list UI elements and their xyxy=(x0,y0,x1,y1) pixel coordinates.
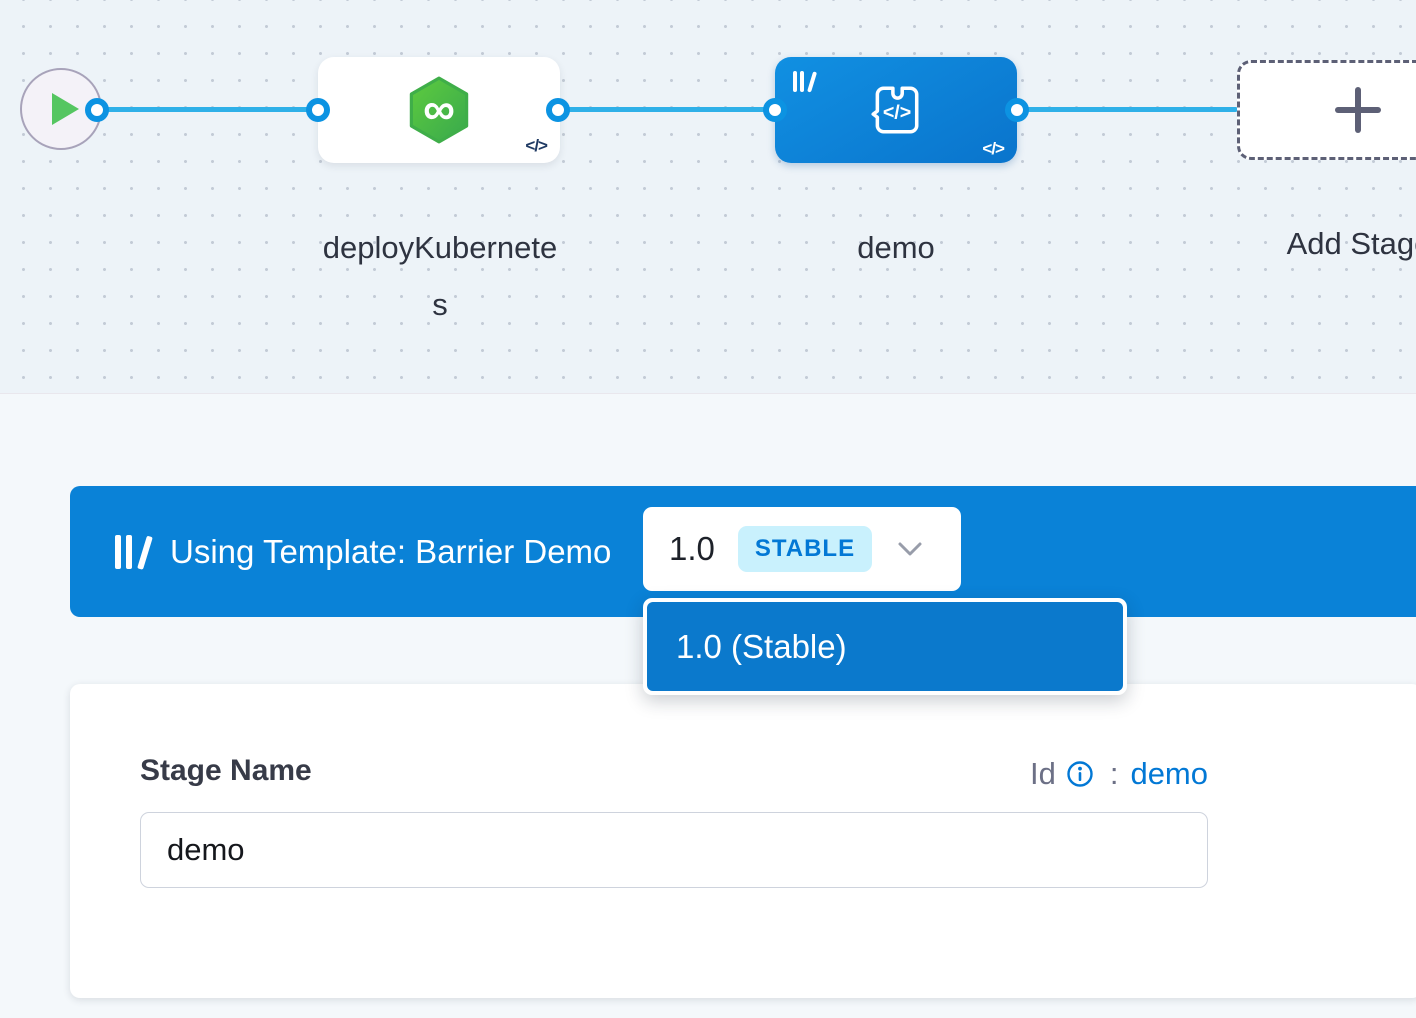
template-library-icon xyxy=(115,535,148,569)
code-icon: </> xyxy=(982,139,1004,159)
play-icon xyxy=(52,93,79,125)
chevron-down-icon xyxy=(897,541,923,557)
id-label: Id xyxy=(1030,756,1056,792)
custom-stage-icon: </> xyxy=(867,81,925,139)
code-icon: </> xyxy=(525,136,547,156)
node-port[interactable] xyxy=(1005,98,1029,122)
connector-line xyxy=(99,107,318,112)
add-stage-button[interactable] xyxy=(1237,60,1416,160)
add-stage-label: Add Stage xyxy=(1239,215,1416,272)
node-port[interactable] xyxy=(85,98,109,122)
stable-badge: STABLE xyxy=(738,526,872,572)
stage-id-link[interactable]: demo xyxy=(1130,756,1208,792)
info-icon[interactable] xyxy=(1066,760,1094,788)
deployment-stage-icon: ∞ xyxy=(405,76,473,144)
connector-line xyxy=(1019,107,1238,112)
node-port[interactable] xyxy=(546,98,570,122)
stage-id-row: Id : demo xyxy=(1030,756,1208,792)
stage-node-demo[interactable]: </> </> xyxy=(775,57,1017,163)
stage-name-label: Stage Name xyxy=(140,754,312,788)
template-banner-title: Using Template: Barrier Demo xyxy=(170,533,611,571)
template-version-selector[interactable]: 1.0 STABLE xyxy=(643,507,961,591)
node-port[interactable] xyxy=(306,98,330,122)
version-dropdown-menu: 1.0 (Stable) xyxy=(643,598,1127,695)
node-port[interactable] xyxy=(763,98,787,122)
version-menu-item[interactable]: 1.0 (Stable) xyxy=(647,602,1123,691)
stage-name-input[interactable] xyxy=(140,812,1208,888)
pipeline-canvas[interactable]: ∞ </> </> </> deployKubernetes demo Add … xyxy=(0,0,1416,394)
template-library-icon xyxy=(793,71,814,92)
stage-label-demo: demo xyxy=(786,219,1006,276)
svg-text:</>: </> xyxy=(883,101,911,123)
template-version: 1.0 xyxy=(669,530,715,568)
connector-line xyxy=(560,107,775,112)
stage-overview-card: Stage Name Id : demo xyxy=(70,684,1416,998)
plus-icon xyxy=(1335,87,1381,133)
stage-label-deploykubernetes: deployKubernetes xyxy=(322,219,558,333)
id-separator: : xyxy=(1110,756,1119,792)
svg-text:∞: ∞ xyxy=(423,85,455,134)
stage-node-deploykubernetes[interactable]: ∞ </> xyxy=(318,57,560,163)
